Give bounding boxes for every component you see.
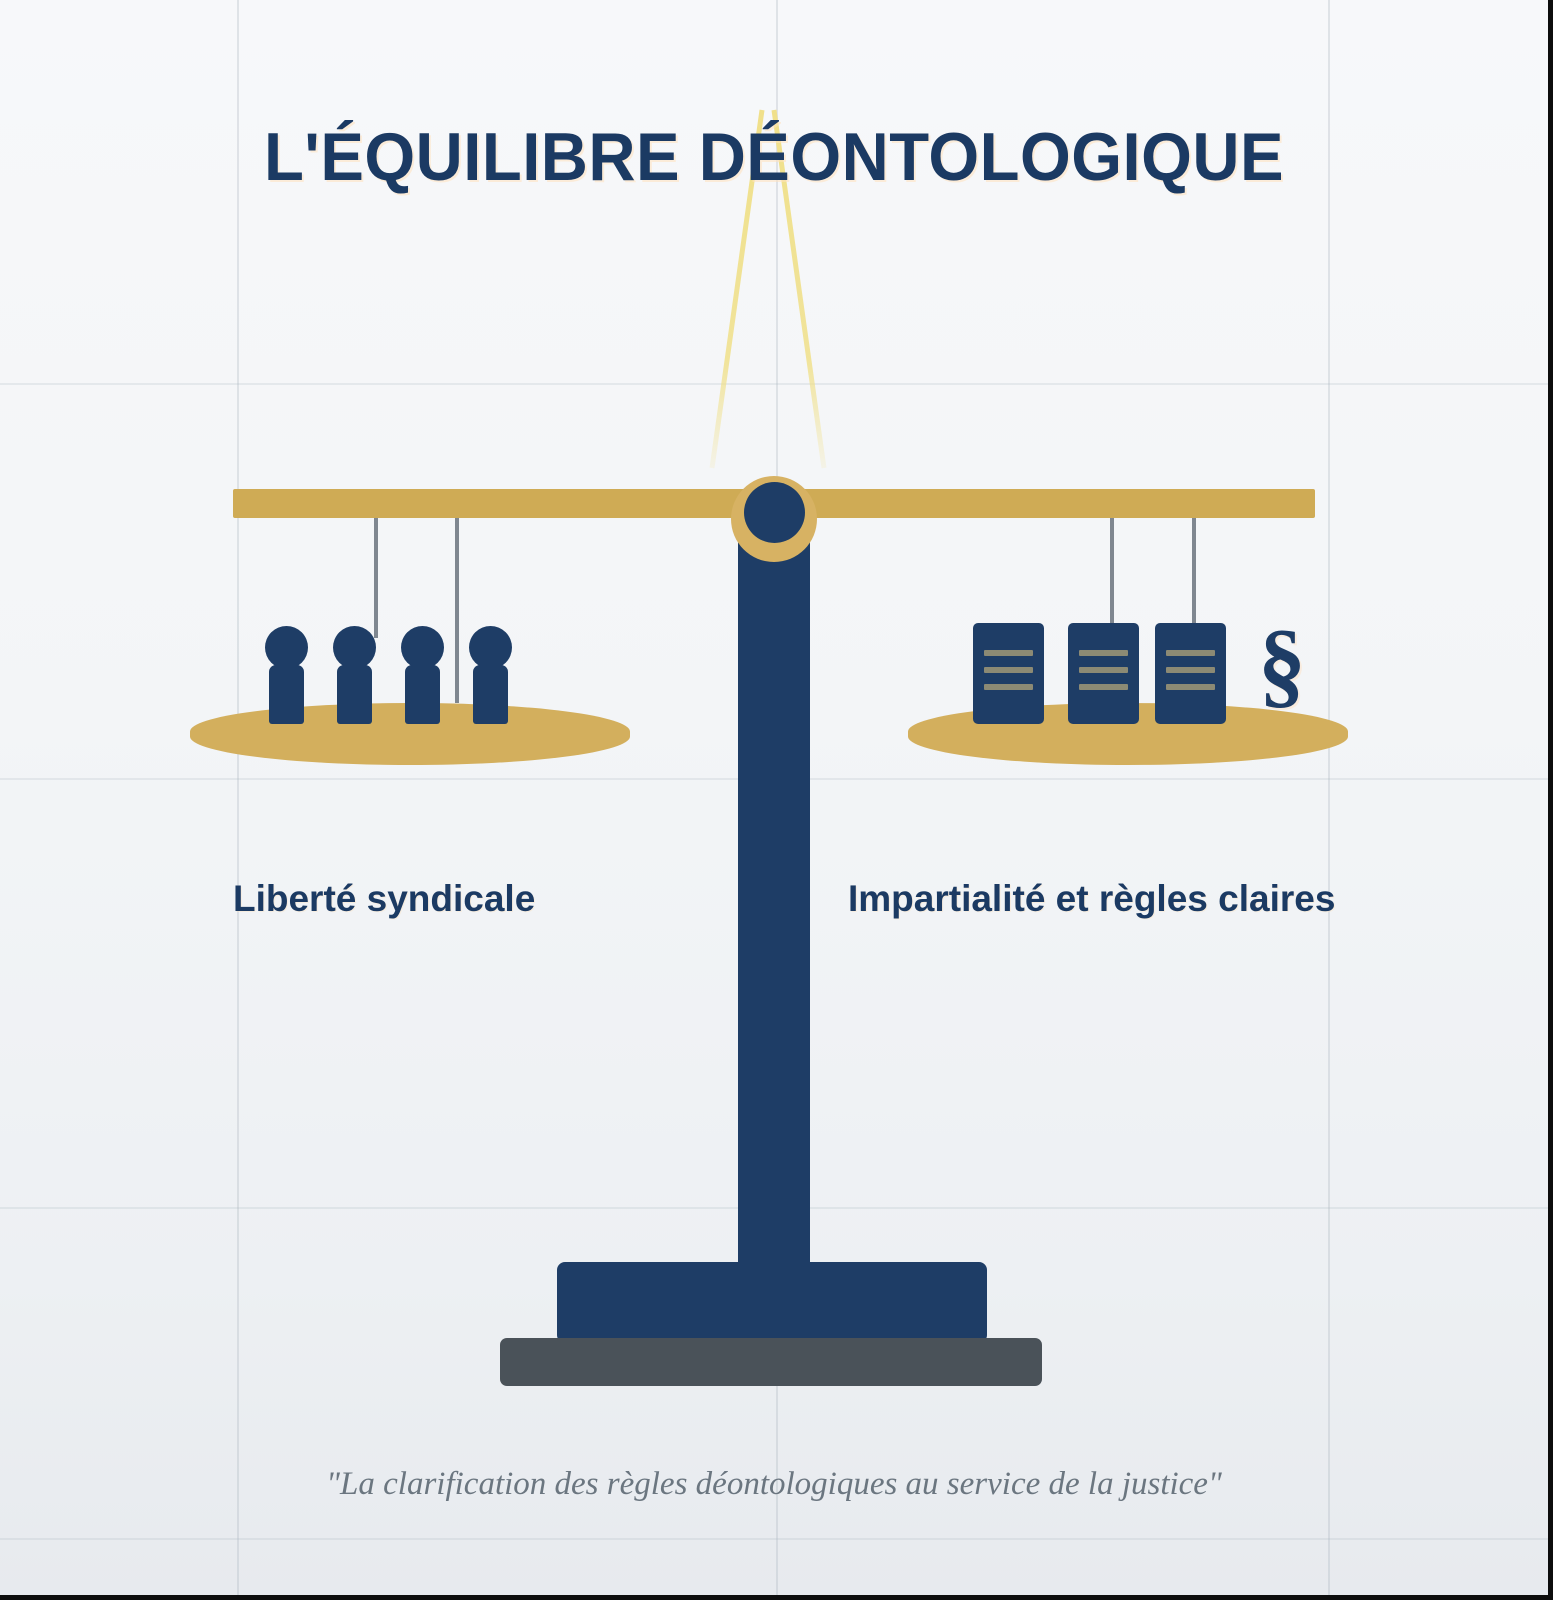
person-head-icon xyxy=(401,626,444,669)
pan-string-right xyxy=(1192,518,1196,636)
pan-label-right: Impartialité et règles claires xyxy=(848,878,1336,919)
book-line xyxy=(1079,684,1128,690)
scale-base-lower xyxy=(500,1338,1042,1386)
pan-string-left xyxy=(455,518,459,703)
person-body-icon xyxy=(473,665,508,724)
person-body-icon xyxy=(405,665,440,724)
book-line xyxy=(984,667,1033,673)
law-book-icon xyxy=(1068,623,1139,724)
grid-line-vertical xyxy=(237,0,239,1595)
book-line xyxy=(1079,667,1128,673)
person-body-icon xyxy=(269,665,304,724)
paragraph-section-icon: § xyxy=(1258,610,1306,717)
person-head-icon xyxy=(265,626,308,669)
scale-base-upper xyxy=(557,1262,987,1343)
book-line xyxy=(1079,650,1128,656)
pan-string-left xyxy=(374,518,378,638)
pan-string-right xyxy=(1110,518,1114,636)
book-line xyxy=(1166,684,1215,690)
book-line xyxy=(984,684,1033,690)
law-book-icon xyxy=(973,623,1044,724)
grid-line-horizontal xyxy=(0,383,1548,385)
caption-quote: "La clarification des règles déontologiq… xyxy=(326,1466,1222,1502)
grid-line-horizontal xyxy=(0,1538,1548,1540)
pan-label-left: Liberté syndicale xyxy=(233,878,536,919)
book-line xyxy=(984,650,1033,656)
law-book-icon xyxy=(1155,623,1226,724)
scale-column xyxy=(738,540,810,1275)
scale-fulcrum-pivot xyxy=(744,482,805,543)
person-head-icon xyxy=(469,626,512,669)
page-title: L'ÉQUILIBRE DÉONTOLOGIQUE xyxy=(263,119,1285,195)
person-head-icon xyxy=(333,626,376,669)
book-line xyxy=(1166,667,1215,673)
grid-line-vertical xyxy=(1328,0,1330,1595)
book-line xyxy=(1166,650,1215,656)
person-body-icon xyxy=(337,665,372,724)
